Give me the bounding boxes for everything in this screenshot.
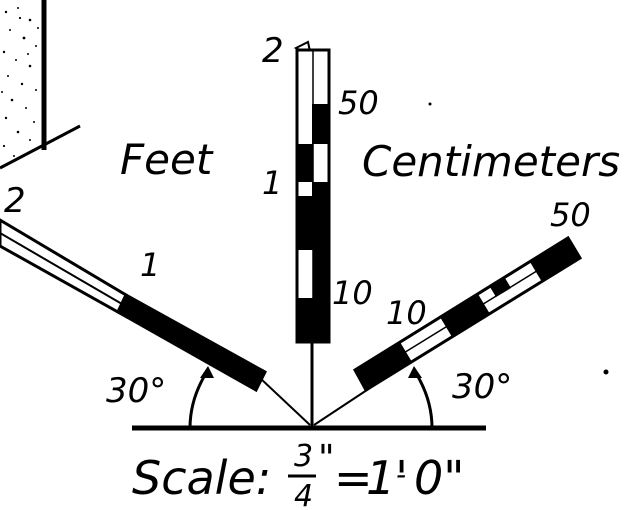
scale-equals: =	[334, 451, 373, 505]
right-rod-label-10: 10	[386, 294, 427, 332]
scale-denominator: 4	[294, 479, 313, 510]
vertical-rod-label-50: 50	[338, 84, 379, 122]
right-rod-centimeters	[313, 235, 583, 426]
centimeters-label: Centimeters	[362, 137, 620, 186]
vertical-rod-label-10: 10	[332, 274, 373, 312]
right-rod-label-50: 50	[550, 196, 591, 234]
vertical-rod-label-2: 2	[262, 31, 284, 71]
left-rod-label-2: 2	[4, 181, 26, 221]
right-angle-label: 30°	[452, 367, 512, 407]
scale-caption: Scale: 3 4 " = 1' - 0"	[132, 438, 464, 510]
feet-label: Feet	[120, 135, 214, 184]
left-angle-label: 30°	[106, 371, 166, 411]
wall-stipple	[1, 7, 39, 157]
wall	[0, 0, 81, 170]
scale-dash: -	[396, 458, 406, 491]
left-angle-arc	[188, 366, 214, 429]
stray-dot	[603, 369, 609, 375]
left-rod-feet	[0, 218, 311, 426]
stray-dot	[428, 102, 432, 106]
vertical-rod	[293, 40, 331, 428]
scale-inch-mark: "	[318, 438, 335, 479]
vertical-rod-label-1: 1	[262, 164, 282, 202]
scale-prefix: Scale:	[132, 451, 271, 505]
right-angle-arc	[408, 366, 434, 429]
scale-numerator: 3	[294, 439, 313, 474]
scale-feet-part: 1'	[366, 451, 408, 505]
left-rod-label-1: 1	[140, 246, 160, 284]
scale-inches-part: 0"	[414, 451, 464, 505]
